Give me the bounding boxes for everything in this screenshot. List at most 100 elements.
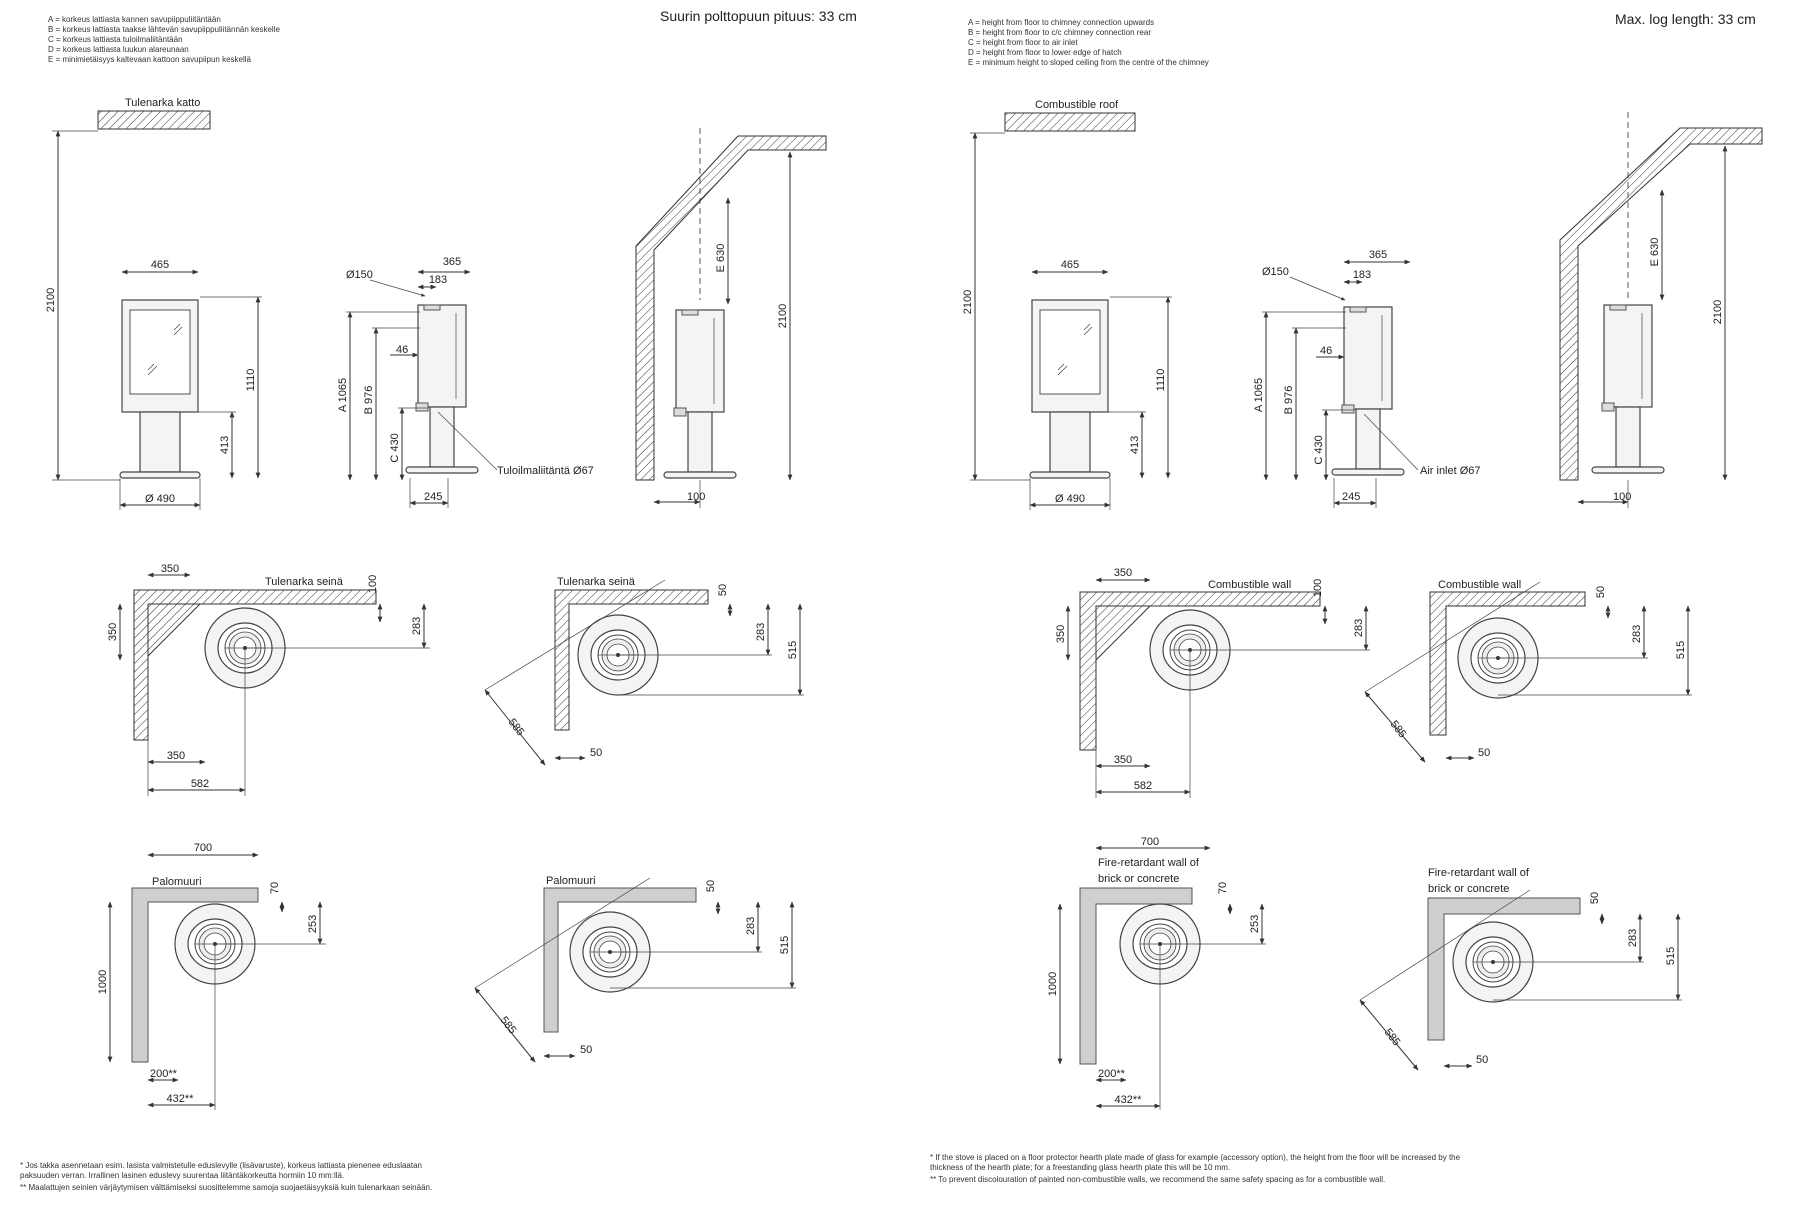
dim-432-en: 432** (1115, 1094, 1143, 1106)
firewall-label-en-b: brick or concrete (1098, 873, 1179, 885)
sloped-ceiling-elevation: 2100 E 630 100 (635, 128, 827, 508)
plan-combustible-angled: Tulenarka seinä 50 283 515 585 50 (484, 576, 804, 766)
legend-line-b-en: B = height from floor to c/c chimney con… (968, 28, 1151, 37)
dim-253-en: 253 (1249, 915, 1261, 933)
dim-350-top: 350 (161, 563, 179, 575)
stove-front-en (1029, 299, 1111, 479)
dim-183-en: 183 (1353, 269, 1371, 281)
dim-2100-sloped-en: 2100 (1712, 300, 1724, 324)
dim-350-bottom: 350 (167, 750, 185, 762)
side-elevation-en: 365 183 Ø150 46 A 1065 B 976 C 430 245 A… (1253, 249, 1481, 508)
legend-line-b: B = korkeus lattiasta taakse lähtevän sa… (48, 25, 280, 34)
front-elevation-en: Combustible roof 2100 465 1110 413 Ø 490 (962, 99, 1172, 510)
dim-465: 465 (151, 259, 169, 271)
dim-245-en: 245 (1342, 491, 1360, 503)
dim-e630: E 630 (715, 244, 727, 273)
dim-283-angled-en: 283 (1631, 625, 1643, 643)
plan-combustible-angled-en: Combustible wall 50 283 515 585 50 (1364, 579, 1692, 763)
dim-b976: B 976 (363, 386, 375, 415)
firewall-corner-en (1079, 887, 1193, 1065)
dim-100-plan: 100 (367, 575, 379, 593)
legend-line-d-en: D = height from floor to lower edge of h… (968, 48, 1122, 57)
max-log-length-en: Max. log length: 33 cm (1615, 11, 1756, 27)
dim-b976-en: B 976 (1283, 386, 1295, 415)
dim-50-fw-top-en: 50 (1589, 892, 1601, 904)
stove-side-sloped-en (1591, 304, 1665, 474)
side-elevation: 365 183 Ø150 46 A 1065 B 976 C 430 245 T… (337, 256, 594, 508)
stove-side (405, 304, 479, 474)
dim-283-fw: 283 (745, 917, 757, 935)
dim-245: 245 (424, 491, 442, 503)
firewall-label-en: Fire-retardant wall of (1098, 857, 1200, 869)
footnote-2: ** Maalattujen seinien värjäytymisen väl… (20, 1183, 432, 1192)
firewall-angled-en (1427, 897, 1581, 1041)
dim-1000-en: 1000 (1047, 972, 1059, 996)
plan-firewall-corner: Palomuuri 700 70 253 1000 200** 432** (97, 842, 326, 1110)
dim-582: 582 (191, 778, 209, 790)
roof-hatch-en (1004, 112, 1136, 132)
front-elevation: Tulenarka katto 2100 465 1110 413 Ø 490 (45, 97, 262, 510)
legend-line-a-en: A = height from floor to chimney connect… (968, 18, 1154, 27)
dim-350-top-en: 350 (1114, 567, 1132, 579)
dim-350-bottom-en: 350 (1114, 754, 1132, 766)
english-section: A = height from floor to chimney connect… (930, 11, 1763, 1184)
dim-183: 183 (429, 274, 447, 286)
dim-70: 70 (269, 882, 281, 894)
dim-50-bottom-en: 50 (1478, 747, 1490, 759)
dim-413: 413 (219, 436, 231, 454)
dim-365-en: 365 (1369, 249, 1387, 261)
firewall-label-2: Palomuuri (546, 875, 596, 887)
footnote-1b: paksuuden verran. Irrallinen lasinen edu… (20, 1171, 344, 1180)
dim-283-angled: 283 (755, 623, 767, 641)
air-inlet-label: Tuloilmaliitäntä Ø67 (497, 465, 594, 477)
stove-front (119, 299, 201, 479)
angled-wall-hatch (554, 589, 709, 731)
dim-283: 283 (411, 617, 423, 635)
dim-70-en: 70 (1217, 882, 1229, 894)
dim-50-top: 50 (717, 584, 729, 596)
dim-515-fw-en: 515 (1665, 947, 1677, 965)
dim-50-fw-bottom-en: 50 (1476, 1054, 1488, 1066)
dim-283-fw-en: 283 (1627, 929, 1639, 947)
dim-2100-en: 2100 (962, 290, 974, 314)
roof-hatch (97, 110, 211, 130)
legend-line-a: A = korkeus lattiasta kannen savupiippul… (48, 15, 221, 24)
dim-50-bottom: 50 (590, 747, 602, 759)
dim-a1065-en: A 1065 (1253, 378, 1265, 412)
dim-515-en: 515 (1675, 641, 1687, 659)
dim-d150-en: Ø150 (1262, 266, 1289, 278)
dim-582-en: 582 (1134, 780, 1152, 792)
dim-100-en: 100 (1613, 491, 1631, 503)
legend-line-e-en: E = minimum height to sloped ceiling fro… (968, 58, 1209, 67)
dim-432: 432** (167, 1093, 195, 1105)
roof-label-en: Combustible roof (1035, 99, 1119, 111)
wall-label-en: Combustible wall (1208, 579, 1291, 591)
angled-wall-hatch-en (1429, 591, 1586, 736)
dim-365: 365 (443, 256, 461, 268)
dim-50-fw-bottom: 50 (580, 1044, 592, 1056)
stove-side-sloped (663, 309, 737, 479)
dim-d150: Ø150 (346, 269, 373, 281)
firewall-angled (543, 887, 697, 1033)
legend-line-c-en: C = height from floor to air inlet (968, 38, 1078, 47)
footnote-2-en: ** To prevent discolouration of painted … (930, 1175, 1385, 1184)
dim-350-left: 350 (107, 623, 119, 641)
dim-585-fw: 585 (498, 1014, 519, 1036)
wall-label-2: Tulenarka seinä (557, 576, 636, 588)
dim-200: 200** (150, 1068, 178, 1080)
dim-50-fw-top: 50 (705, 880, 717, 892)
footnote-1b-en: thickness of the hearth plate; for a fre… (930, 1163, 1230, 1172)
air-inlet-label-en: Air inlet Ø67 (1420, 465, 1481, 477)
stove-side-en (1331, 306, 1405, 476)
finnish-section: A = korkeus lattiasta kannen savupiippul… (20, 8, 857, 1192)
dim-2100-sloped: 2100 (777, 304, 789, 328)
dim-350-left-en: 350 (1055, 625, 1067, 643)
legend-line-e: E = minimietäisyys kaltevaan kattoon sav… (48, 55, 252, 64)
dim-2100: 2100 (45, 288, 57, 312)
dim-200-en: 200** (1098, 1068, 1126, 1080)
legend-line-d: D = korkeus lattiasta luukun alareunaan (48, 45, 189, 54)
plan-combustible-corner: Tulenarka seinä 350 350 100 283 350 582 (107, 563, 430, 796)
dim-e630-en: E 630 (1649, 238, 1661, 267)
firewall-corner (131, 887, 259, 1063)
